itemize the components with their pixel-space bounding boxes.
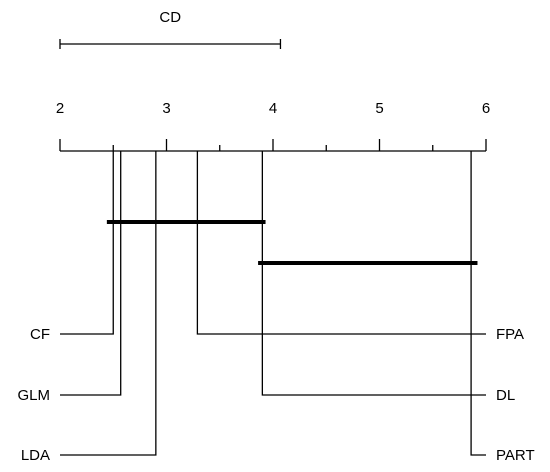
method-label-fpa: FPA bbox=[496, 326, 524, 343]
axis-tick-label: 3 bbox=[162, 100, 170, 117]
method-label-lda: LDA bbox=[21, 447, 50, 464]
axis-tick-label: 5 bbox=[375, 100, 383, 117]
axis-tick-label: 2 bbox=[56, 100, 64, 117]
method-label-dl: DL bbox=[496, 387, 515, 404]
cd-title: CD bbox=[159, 9, 181, 26]
method-connector-dl bbox=[261, 151, 486, 396]
method-label-part: PART bbox=[496, 447, 535, 464]
axis-tick-label: 6 bbox=[482, 100, 490, 117]
method-label-glm: GLM bbox=[17, 387, 50, 404]
method-connector-part bbox=[470, 151, 486, 456]
axis-tick-label: 4 bbox=[269, 100, 277, 117]
method-markers: CF GLM LDA FPA DL PART bbox=[17, 151, 535, 464]
method-connector-glm bbox=[60, 151, 122, 396]
method-connector-lda bbox=[60, 151, 157, 456]
method-connector-cf bbox=[60, 151, 114, 335]
cd-bar-group: CD bbox=[59, 9, 282, 49]
method-label-cf: CF bbox=[30, 326, 50, 343]
clique-bars bbox=[106, 220, 478, 265]
method-connector-fpa bbox=[196, 151, 486, 335]
rank-axis-ticks: 2 3 4 5 6 bbox=[56, 100, 490, 151]
